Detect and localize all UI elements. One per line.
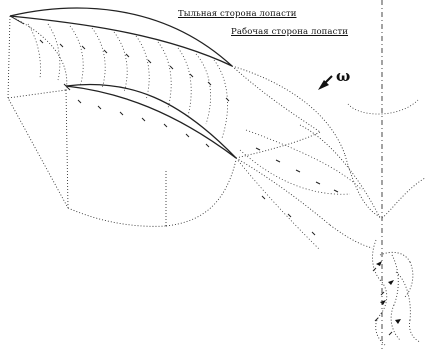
pressure-side-label: Рабочая сторона лопасти [231,27,349,37]
streamlines [27,23,363,251]
outlet-flow-heads [376,261,401,324]
omega-label: ω [336,67,351,85]
rotation-arc [347,99,419,115]
channel-outline [7,15,426,346]
lower-blade [63,83,237,159]
flow-markers [39,39,393,336]
upper-blade [9,7,233,67]
suction-side-label: Тыльная сторона лопасти [178,9,297,19]
rotation-arrow-icon [318,75,333,90]
